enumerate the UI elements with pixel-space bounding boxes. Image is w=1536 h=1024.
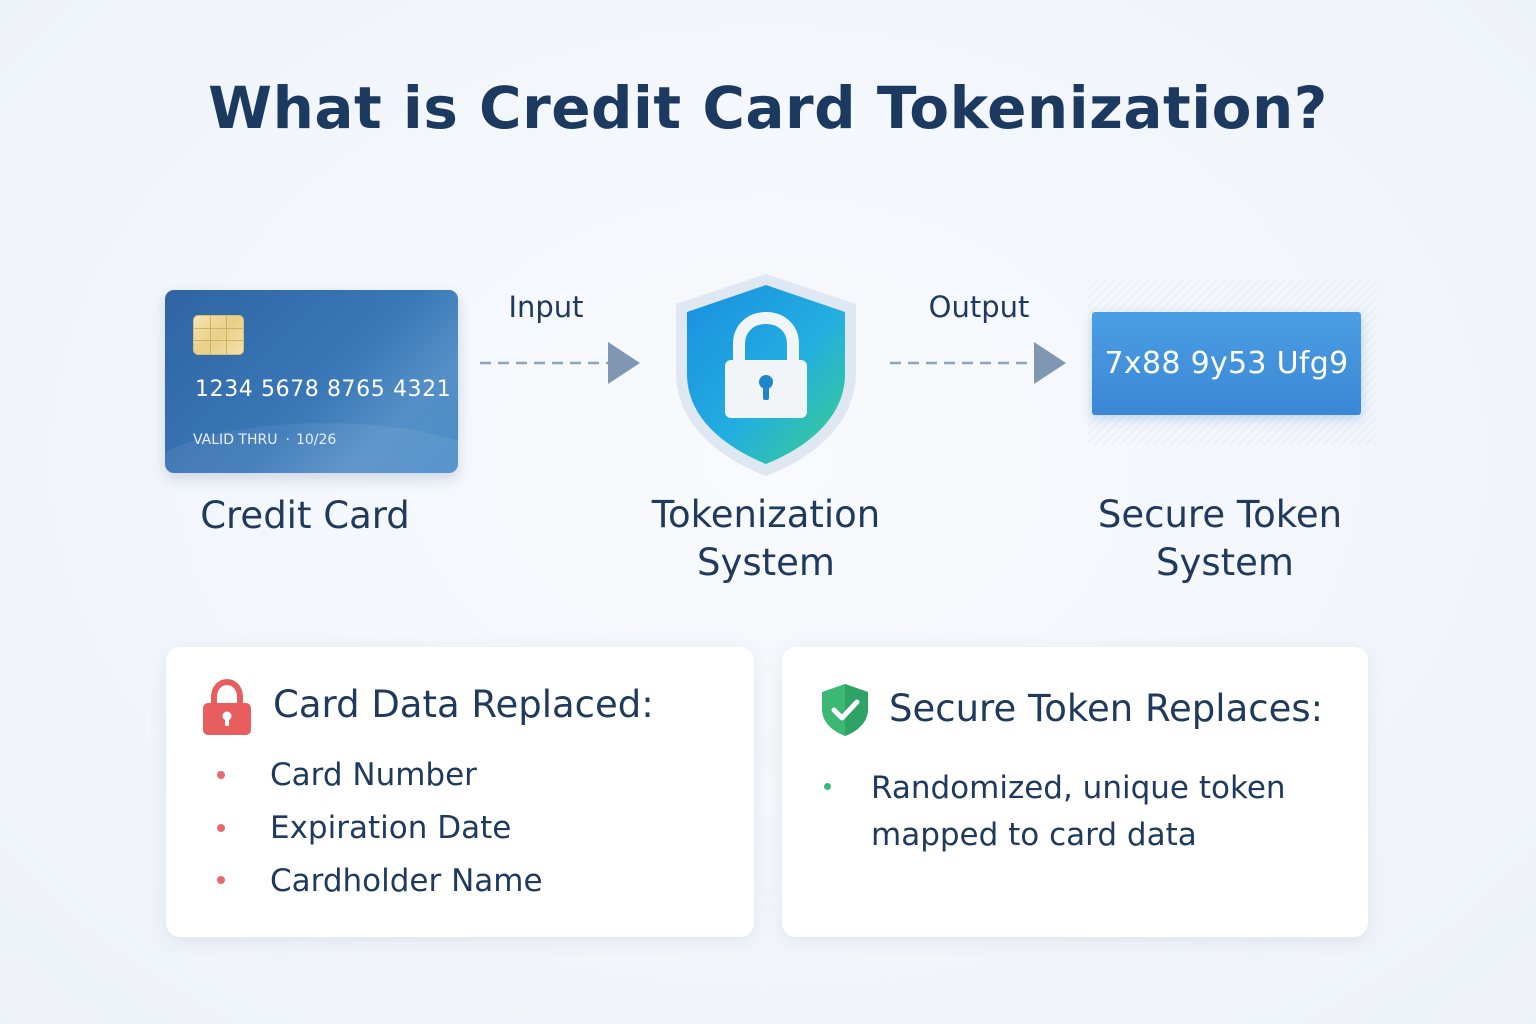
valid-thru-label: VALID THRU (193, 432, 278, 448)
credit-card-illustration: 1234 5678 8765 4321 VALID THRU · 10/26 (165, 290, 458, 473)
bullet-dot (824, 783, 831, 790)
token-caption-line2: System (1156, 541, 1294, 584)
output-arrow-icon (890, 342, 1066, 384)
bullet-dot (217, 876, 225, 884)
chip-icon (193, 315, 244, 355)
shield-lock-icon (676, 274, 856, 476)
list-item-continuation: mapped to card data (871, 817, 1197, 853)
card-data-panel: Card Data Replaced: Card Number Expirati… (166, 647, 754, 937)
tokenization-caption-line1: Tokenization (651, 493, 881, 536)
input-arrow-icon (480, 342, 640, 384)
input-label: Input (508, 290, 584, 324)
secure-token-panel-title: Secure Token Replaces: (889, 687, 1324, 730)
token-caption-line1: Secure Token (1097, 493, 1343, 536)
page-title: What is Credit Card Tokenization? (208, 74, 1328, 142)
token-box: 7x88 9y53 Ufg9 (1092, 312, 1361, 415)
secure-token-panel: Secure Token Replaces: Randomized, uniqu… (782, 647, 1368, 937)
bullet-dot (217, 771, 225, 779)
output-label: Output (928, 290, 1030, 324)
lock-icon (203, 679, 251, 735)
card-number: 1234 5678 8765 4321 (195, 377, 452, 402)
list-item: Expiration Date (270, 810, 512, 846)
card-expiry: 10/26 (295, 432, 337, 448)
bullet-dot (217, 824, 225, 832)
card-valid-thru: VALID THRU · 10/26 (193, 432, 336, 448)
list-item: Cardholder Name (270, 863, 543, 899)
credit-card-caption: Credit Card (200, 494, 410, 537)
tokenization-caption-line2: System (697, 541, 835, 584)
list-item: Randomized, unique token (871, 770, 1286, 806)
shield-check-icon (822, 684, 868, 736)
token-value: 7x88 9y53 Ufg9 (1092, 312, 1361, 415)
card-data-panel-title: Card Data Replaced: (273, 683, 654, 726)
list-item: Card Number (270, 757, 477, 793)
valid-separator: · (285, 432, 290, 448)
